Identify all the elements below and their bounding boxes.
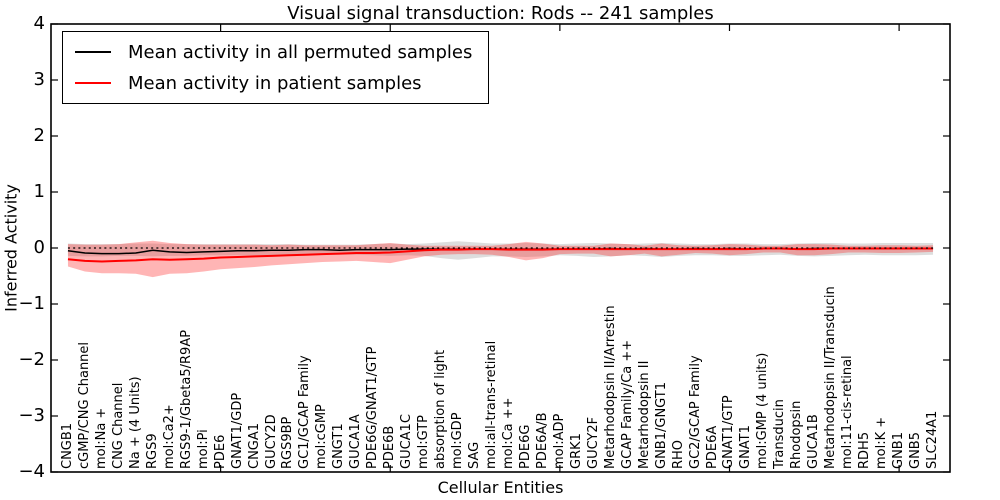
x-category-label: mol:Ca2+ [161, 404, 177, 469]
x-category-label: GUCA1C [399, 414, 415, 469]
x-category-label: mol:all-trans-retinal [484, 340, 500, 469]
legend-label-permuted: Mean activity in all permuted samples [128, 41, 473, 63]
x-category-label: PDE6A [704, 425, 720, 469]
x-axis-label: Cellular Entities [437, 478, 564, 497]
axes-frame [50, 23, 951, 473]
black-line-swatch [75, 51, 111, 53]
x-category-label: PDE6G [517, 424, 533, 469]
x-category-label: CNG Channel [110, 382, 126, 469]
y-tick-label--3: −3 [18, 405, 45, 426]
band-permuted [67, 241, 934, 260]
y-tick-label-2: 2 [33, 125, 45, 146]
x-category-label: Metarhodopsin II [636, 360, 652, 469]
x-category-label: GNAT1 [738, 425, 754, 469]
y-tick-label--1: −1 [18, 293, 45, 314]
legend: Mean activity in all permuted samples Me… [62, 31, 490, 104]
x-category-label: RHO [670, 439, 686, 469]
chart-title: Visual signal transduction: Rods -- 241 … [287, 3, 714, 24]
x-category-label: mol:11-cis-retinal [840, 355, 856, 469]
y-tick-label-3: 3 [33, 69, 45, 90]
x-category-label: Rhodopsin [789, 400, 805, 469]
x-category-label: GNGT1 [331, 423, 347, 469]
x-category-label: GNB1 [891, 432, 907, 469]
x-category-label: SAG [467, 441, 483, 469]
patient-mean-line [67, 247, 934, 263]
y-tick-label-1: 1 [33, 181, 45, 202]
x-category-label: PDE6G/GNAT1/GTP [365, 346, 381, 469]
x-category-label: GUCY2F [585, 416, 601, 469]
x-category-label: PDE6A/B [534, 412, 550, 469]
x-category-label: CNGB1 [59, 422, 75, 469]
x-category-label: mol:GDP [450, 412, 466, 469]
x-category-label: GNAT1/GDP [229, 392, 245, 469]
y-tick-label--4: −4 [18, 461, 45, 482]
legend-entry-patient: Mean activity in patient samples [73, 70, 472, 96]
x-category-label: Metarhodopsin II/Transducin [823, 286, 839, 469]
x-category-label: mol:Pi [195, 429, 211, 469]
x-category-label: GRK1 [568, 433, 584, 469]
x-category-label: GUCY2D [263, 414, 279, 469]
legend-label-patient: Mean activity in patient samples [128, 72, 422, 94]
x-category-label: mol:GTP [416, 415, 432, 469]
x-category-label: GC2/GCAP Family [687, 355, 703, 469]
x-category-label: PDE6B [382, 425, 398, 469]
x-category-label: RGS9-1/Gbeta5/R9AP [178, 329, 194, 469]
x-category-label: RGS9 [144, 433, 160, 469]
legend-entry-permuted: Mean activity in all permuted samples [73, 39, 472, 65]
x-category-label: mol:Ca ++ [500, 397, 516, 469]
x-category-label: mol:GMP (4 units) [755, 352, 771, 469]
x-category-label: GUCA1A [348, 414, 364, 469]
x-category-label: GCAP Family/Ca ++ [619, 339, 635, 469]
y-tick-label--2: −2 [18, 349, 45, 370]
x-category-label: PDE6 [212, 434, 228, 469]
y-tick-label-4: 4 [33, 13, 45, 34]
x-category-label: cGMP/CNG Channel [76, 341, 92, 469]
x-category-label: CNGA1 [246, 422, 262, 469]
x-category-label: GUCA1B [806, 414, 822, 469]
x-category-label: Na + (4 Units) [127, 376, 143, 469]
y-tick-label-0: 0 [33, 237, 45, 258]
x-category-label: mol:Na + [93, 407, 109, 469]
x-category-label: SLC24A1 [925, 410, 941, 469]
x-category-label: Transducin [772, 399, 788, 469]
x-category-label: absorption of light [433, 349, 449, 469]
x-category-label: mol:cGMP [314, 404, 330, 469]
x-category-label: GC1/GCAP Family [297, 355, 313, 469]
x-category-label: GNAT1/GTP [721, 395, 737, 469]
x-category-label: mol:K + [874, 416, 890, 469]
x-category-label: RDH5 [857, 431, 873, 469]
x-category-label: mol:ADP [551, 413, 567, 469]
x-category-label: GNB5 [908, 432, 924, 469]
x-category-label: RGS9BP [280, 416, 296, 469]
x-category-label: Metarhodopsin II/Arrestin [602, 305, 618, 469]
red-line-swatch [75, 82, 111, 84]
x-category-label: GNB1/GNGT1 [653, 382, 669, 469]
